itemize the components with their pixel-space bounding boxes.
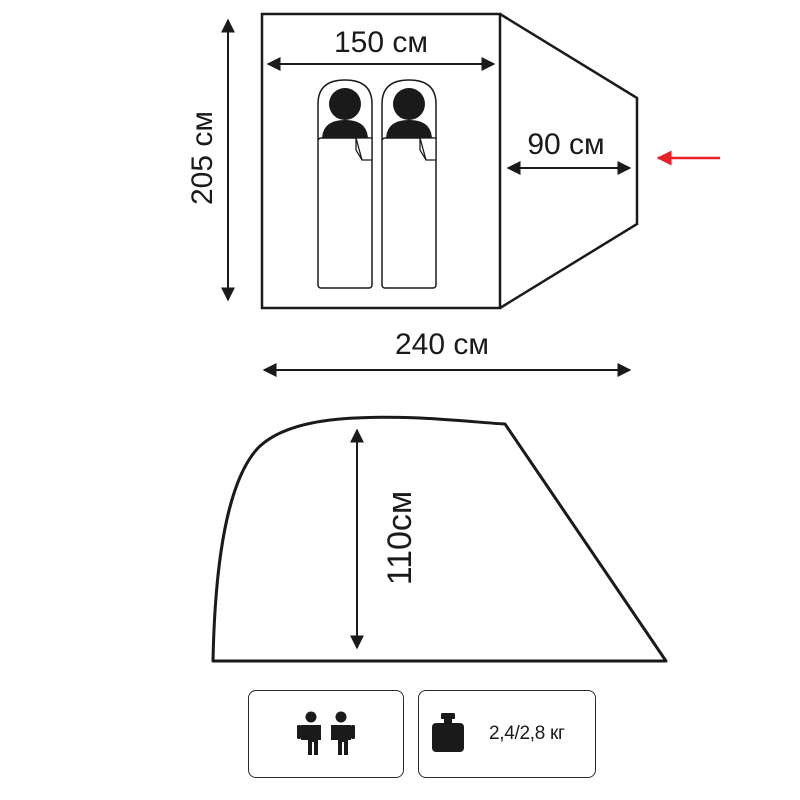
two-persons-icon <box>297 711 355 755</box>
side-view: 110см <box>211 415 668 663</box>
person-shoulders-icon <box>322 120 368 140</box>
floor-plan: 150 см 90 см 205 см 240 см <box>186 12 720 377</box>
kettlebell-icon <box>432 713 464 752</box>
length-label: 205 см <box>186 111 219 205</box>
vestibule-label: 90 см <box>527 128 604 161</box>
person-shoulders-icon <box>386 120 432 140</box>
person-head-icon <box>329 88 361 120</box>
total-length-label: 240 см <box>395 328 489 361</box>
sleeping-bag-hood <box>317 79 373 140</box>
capacity-badge <box>248 690 404 778</box>
tent-side-profile <box>211 415 668 663</box>
height-label: 110см <box>381 491 419 586</box>
sleeper-2 <box>381 79 437 289</box>
sleeping-bag <box>381 137 437 289</box>
weight-label: 2,4/2,8 кг <box>489 723 565 744</box>
sleeping-bag <box>317 137 373 289</box>
vestibule-outline <box>499 12 639 310</box>
person-head-icon <box>393 88 425 120</box>
sleeping-bag-hood <box>381 79 437 140</box>
weight-badge: 2,4/2,8 кг <box>418 690 596 778</box>
sleeper-1 <box>317 79 373 289</box>
inner-width-label: 150 см <box>334 26 428 59</box>
